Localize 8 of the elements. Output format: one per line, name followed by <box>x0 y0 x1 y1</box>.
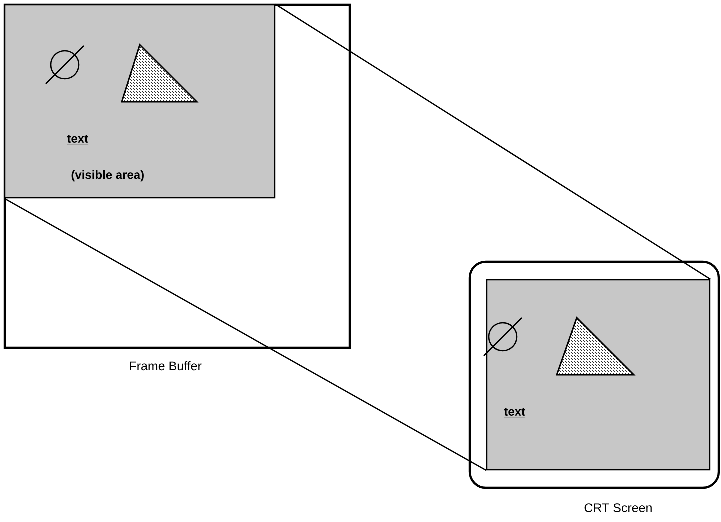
node-label: CRT Screen <box>584 504 652 512</box>
screen-text: text <box>504 408 526 418</box>
screen-area-box <box>483 279 711 471</box>
visible-area-box <box>4 4 276 199</box>
node-label: Frame Buffer <box>130 361 202 371</box>
area-caption: (visible area) <box>72 170 144 182</box>
visible-area-box <box>67 135 144 182</box>
screen-text: text <box>67 135 89 145</box>
